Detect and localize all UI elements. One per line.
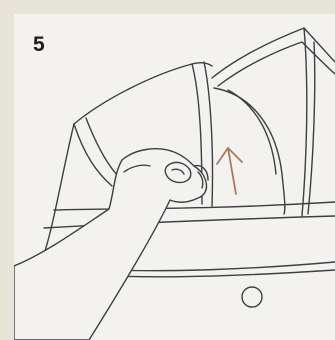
step-number: 5 bbox=[33, 34, 45, 55]
garment-collar bbox=[212, 28, 335, 216]
hand-icon bbox=[14, 149, 208, 340]
instruction-panel: 5 bbox=[14, 14, 335, 340]
illustration bbox=[14, 14, 335, 340]
snap-button-icon bbox=[242, 287, 262, 307]
up-arrow-icon bbox=[217, 148, 242, 194]
